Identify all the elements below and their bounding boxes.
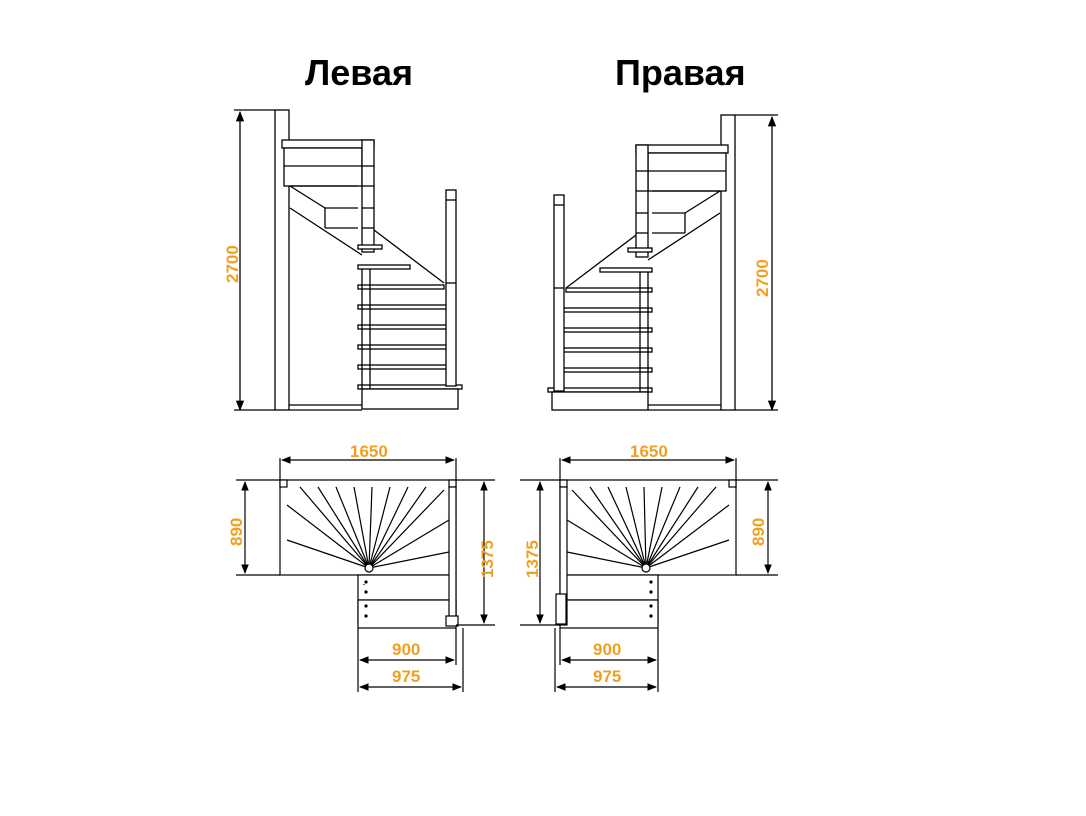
left-flight-width-outer-label: 975 — [392, 667, 420, 686]
right-height-dimension — [735, 114, 778, 412]
left-elevation-view — [274, 109, 463, 411]
right-flight-width-label: 900 — [593, 640, 621, 659]
right-width-label: 1650 — [630, 442, 668, 461]
right-plan-dimensions — [520, 456, 778, 692]
right-elevation-view — [547, 114, 736, 411]
left-depth-total-label: 1375 — [478, 540, 497, 578]
left-plan-dimensions — [236, 456, 495, 692]
left-height-dimension — [234, 109, 275, 412]
right-height-label: 2700 — [753, 259, 772, 297]
left-flight-width-label: 900 — [392, 640, 420, 659]
left-height-label: 2700 — [223, 245, 242, 283]
left-plan-view — [279, 479, 459, 629]
right-depth-upper-label: 890 — [749, 518, 768, 546]
right-flight-width-outer-label: 975 — [593, 667, 621, 686]
title-right: Правая — [615, 52, 746, 93]
title-left: Левая — [305, 52, 413, 93]
left-depth-upper-label: 890 — [227, 518, 246, 546]
right-plan-view — [555, 479, 737, 629]
left-width-label: 1650 — [350, 442, 388, 461]
right-depth-total-label: 1375 — [523, 540, 542, 578]
